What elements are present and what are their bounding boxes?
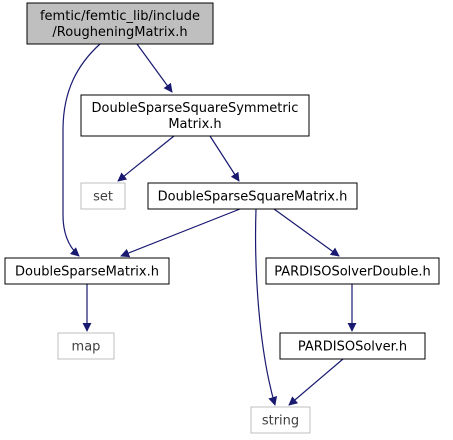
edge-dssm-to-psd: [273, 208, 340, 257]
node-box-dssm: [147, 182, 358, 210]
node-label-dsssym-line-1: DoubleSparseSquareSymmetric: [92, 101, 299, 116]
node-string: string: [250, 406, 311, 434]
node-label-root-line-1: femtic/femtic_lib/include: [40, 9, 200, 24]
node-root[interactable]: femtic/femtic_lib/include/RougheningMatr…: [26, 2, 214, 45]
node-box-map: [57, 332, 115, 360]
node-box-dsm: [4, 257, 170, 285]
node-label-root-line-2: /RougheningMatrix.h: [52, 25, 187, 40]
node-label-map: map: [72, 340, 101, 355]
node-label-dsm: DoubleSparseMatrix.h: [15, 265, 159, 280]
edge-dssm-to-dsm: [120, 208, 241, 258]
node-dsm[interactable]: DoubleSparseMatrix.h: [4, 257, 170, 285]
edge-dssm-to-string: [254, 208, 278, 406]
node-box-dsssym: [80, 94, 310, 137]
node-label-psd: PARDISOSolverDouble.h: [274, 265, 431, 280]
node-box-ps: [279, 332, 426, 360]
edge-dsssym-to-set: [117, 135, 175, 182]
node-box-string: [250, 406, 311, 434]
edge-root-to-dsm: [62, 43, 101, 257]
node-label-dsssym-line-2: Matrix.h: [168, 117, 221, 132]
node-set: set: [80, 182, 126, 210]
node-dssm[interactable]: DoubleSparseSquareMatrix.h: [147, 182, 358, 210]
node-label-set: set: [93, 190, 113, 205]
node-box-root: [26, 2, 214, 45]
node-layer: femtic/femtic_lib/include/RougheningMatr…: [4, 2, 440, 434]
node-ps[interactable]: PARDISOSolver.h: [279, 332, 426, 360]
node-label-ps: PARDISOSolver.h: [298, 340, 407, 355]
edge-ps-to-string: [288, 358, 344, 406]
node-box-psd: [265, 257, 440, 285]
node-label-dssm: DoubleSparseSquareMatrix.h: [158, 190, 348, 205]
node-map: map: [57, 332, 115, 360]
node-label-string: string: [262, 414, 299, 429]
node-box-set: [80, 182, 126, 210]
edge-root-to-dsssym: [136, 43, 173, 93]
node-psd[interactable]: PARDISOSolverDouble.h: [265, 257, 440, 285]
edge-layer: [62, 43, 357, 406]
edge-dsssym-to-dssm: [209, 135, 240, 182]
